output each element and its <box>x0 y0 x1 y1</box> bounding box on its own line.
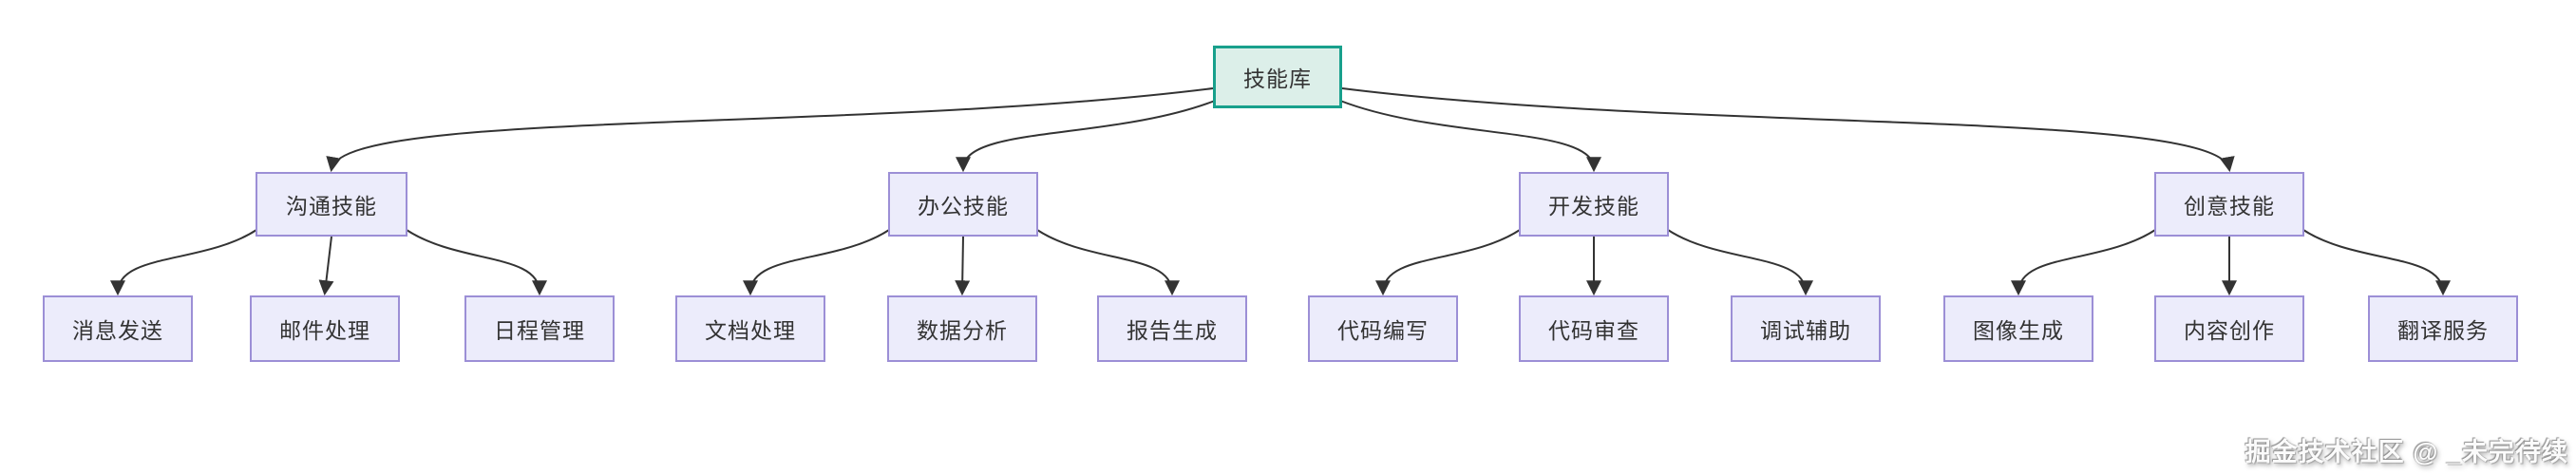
edge-communication-message <box>110 229 257 296</box>
node-office-skills: 办公技能 <box>888 172 1038 237</box>
node-message-sending-label: 消息发送 <box>72 318 163 343</box>
node-content-creation: 内容创作 <box>2154 295 2304 362</box>
edge-creative-image <box>2011 229 2156 296</box>
edge-communication-email <box>318 236 334 296</box>
node-development-skills: 开发技能 <box>1519 172 1669 237</box>
node-schedule-management-label: 日程管理 <box>494 318 585 343</box>
edge-office-report <box>1036 229 1180 296</box>
node-creative-skills-label: 创意技能 <box>2184 194 2275 218</box>
node-report-generation: 报告生成 <box>1097 295 1247 362</box>
watermark: 掘金技术社区 @ _未完待续 <box>2245 438 2568 466</box>
node-translation-service: 翻译服务 <box>2368 295 2518 362</box>
node-communication-skills-label: 沟通技能 <box>286 194 377 218</box>
node-image-generation: 图像生成 <box>1943 295 2093 362</box>
node-communication-skills: 沟通技能 <box>256 172 407 237</box>
node-debugging-assistance: 调试辅助 <box>1731 295 1881 362</box>
node-data-analysis-label: 数据分析 <box>917 318 1008 343</box>
node-development-skills-label: 开发技能 <box>1548 194 1639 218</box>
edge-root-office <box>956 100 1216 173</box>
node-document-processing-label: 文档处理 <box>705 318 796 343</box>
node-code-writing: 代码编写 <box>1308 295 1458 362</box>
node-schedule-management: 日程管理 <box>464 295 615 362</box>
node-code-review-label: 代码审查 <box>1548 318 1639 343</box>
edge-root-development <box>1339 100 1601 173</box>
node-email-processing-label: 邮件处理 <box>279 318 370 343</box>
edge-creative-translate <box>2302 229 2451 296</box>
edge-office-document <box>743 229 890 296</box>
node-content-creation-label: 内容创作 <box>2184 318 2275 343</box>
node-translation-service-label: 翻译服务 <box>2397 318 2489 343</box>
node-skill-library: 技能库 <box>1213 46 1342 108</box>
node-report-generation-label: 报告生成 <box>1127 318 1218 343</box>
node-code-review: 代码审查 <box>1519 295 1669 362</box>
node-creative-skills: 创意技能 <box>2154 172 2304 237</box>
edge-development-codewrite <box>1375 229 1521 296</box>
node-office-skills-label: 办公技能 <box>918 194 1009 218</box>
edge-root-communication <box>326 87 1214 173</box>
edge-office-data <box>955 236 971 296</box>
node-image-generation-label: 图像生成 <box>1973 318 2064 343</box>
node-debugging-assistance-label: 调试辅助 <box>1760 318 1851 343</box>
edge-communication-schedule <box>406 229 547 296</box>
node-skill-library-label: 技能库 <box>1243 66 1312 91</box>
edge-development-debug <box>1667 229 1813 296</box>
node-code-writing-label: 代码编写 <box>1337 318 1429 343</box>
node-document-processing: 文档处理 <box>675 295 825 362</box>
node-email-processing: 邮件处理 <box>250 295 400 362</box>
node-data-analysis: 数据分析 <box>887 295 1037 362</box>
node-message-sending: 消息发送 <box>43 295 193 362</box>
edge-root-creative <box>1341 87 2235 173</box>
